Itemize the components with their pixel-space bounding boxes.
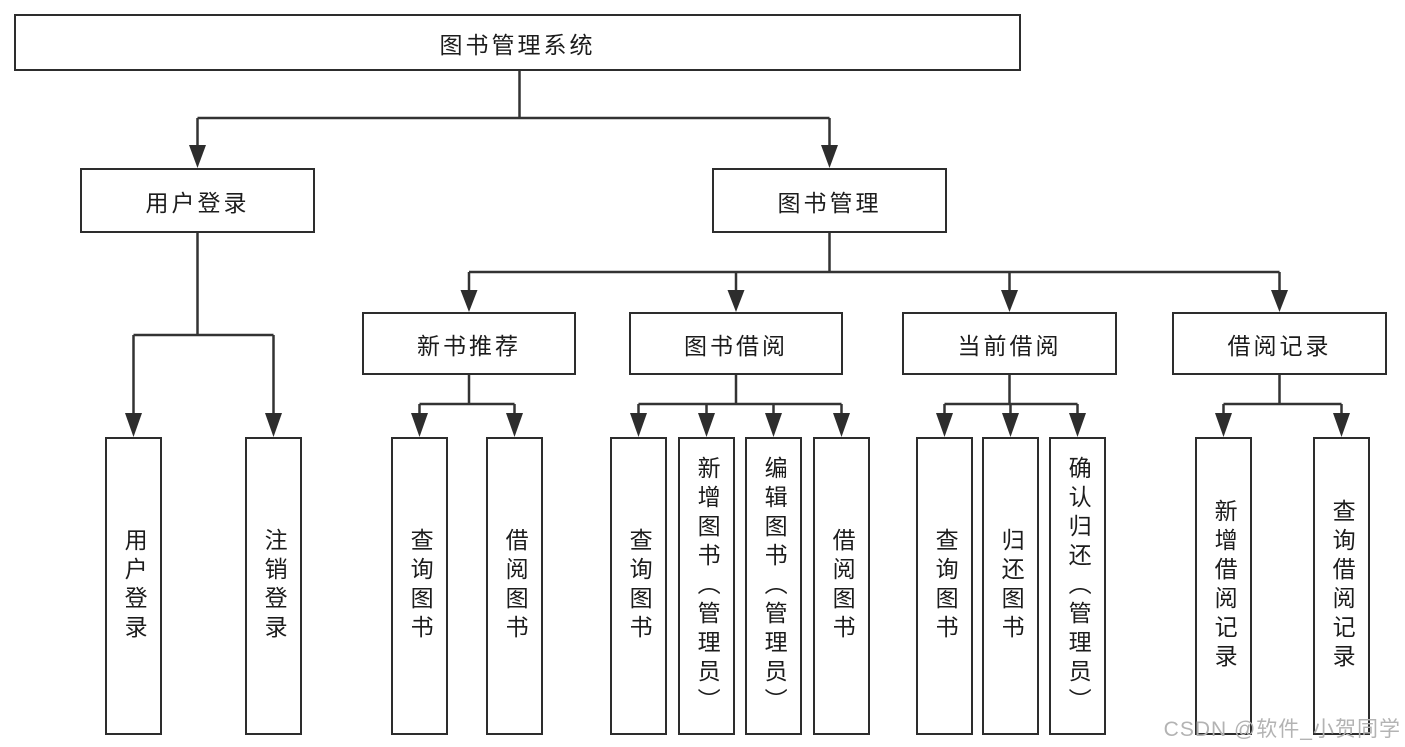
- node-root-label: 图书管理系统: [439, 31, 596, 58]
- node-leaf-query-borrow-record: 查询借阅记录: [1313, 437, 1370, 735]
- node-leaf-edit-books-admin-label: 编辑图书（管理员）: [761, 455, 788, 717]
- arrowhead-icon: [1001, 290, 1018, 312]
- connector-root-to-level2: [189, 70, 838, 168]
- arrowhead-icon: [765, 413, 782, 437]
- node-leaf-query-borrow-record-label: 查询借阅记录: [1329, 499, 1356, 673]
- node-leaf-confirm-return-admin: 确认归还（管理员）: [1049, 437, 1106, 735]
- arrowhead-icon: [189, 145, 206, 168]
- arrowhead-icon: [265, 413, 282, 437]
- node-leaf-query-books-2-label: 查询图书: [626, 528, 653, 644]
- node-leaf-user-login-label: 用户登录: [121, 528, 148, 644]
- connector-borrow-records-to-leaves: [1215, 375, 1350, 437]
- node-leaf-return-books-label: 归还图书: [998, 528, 1025, 644]
- arrowhead-icon: [1069, 413, 1086, 437]
- arrowhead-icon: [1002, 413, 1019, 437]
- node-current-borrow: 当前借阅: [902, 312, 1117, 375]
- connector-book-mgmt-to-level3: [460, 233, 1288, 312]
- node-leaf-borrow-books-1-label: 借阅图书: [502, 528, 529, 644]
- node-book-borrow: 图书借阅: [629, 312, 843, 375]
- node-leaf-confirm-return-admin-label: 确认归还（管理员）: [1065, 455, 1092, 717]
- node-leaf-add-books-admin-label: 新增图书（管理员）: [694, 455, 721, 717]
- connector-line: [418, 375, 516, 416]
- node-user-login: 用户登录: [80, 168, 315, 233]
- node-book-borrow-label: 图书借阅: [684, 332, 788, 359]
- node-leaf-add-books-admin: 新增图书（管理员）: [678, 437, 735, 735]
- node-leaf-edit-books-admin: 编辑图书（管理员）: [745, 437, 802, 735]
- node-leaf-query-books-2: 查询图书: [610, 437, 667, 735]
- node-leaf-query-books-1: 查询图书: [391, 437, 448, 735]
- arrowhead-icon: [1333, 413, 1350, 437]
- arrowhead-icon: [936, 413, 953, 437]
- arrowhead-icon: [821, 145, 838, 168]
- connector-book-borrow-to-leaves: [630, 375, 850, 437]
- node-user-login-label: 用户登录: [145, 189, 250, 216]
- node-leaf-borrow-books-1: 借阅图书: [486, 437, 543, 735]
- connector-new-books-to-leaves: [411, 375, 523, 437]
- arrowhead-icon: [460, 290, 478, 312]
- connector-line: [196, 70, 831, 147]
- node-leaf-add-borrow-record: 新增借阅记录: [1195, 437, 1252, 735]
- arrowhead-icon: [1271, 290, 1288, 312]
- arrowhead-icon: [727, 290, 745, 312]
- node-leaf-logout: 注销登录: [245, 437, 302, 735]
- watermark: CSDN @软件_小贺同学: [1163, 718, 1401, 741]
- connector-line: [1222, 375, 1343, 416]
- node-leaf-query-books-3-label: 查询图书: [932, 528, 959, 644]
- node-leaf-add-borrow-record-label: 新增借阅记录: [1211, 499, 1238, 673]
- node-root: 图书管理系统: [14, 14, 1021, 71]
- node-leaf-logout-label: 注销登录: [261, 528, 288, 644]
- connector-line: [943, 375, 1079, 416]
- arrowhead-icon: [698, 413, 715, 437]
- node-leaf-return-books: 归还图书: [982, 437, 1039, 735]
- node-new-books: 新书推荐: [362, 312, 576, 375]
- node-current-borrow-label: 当前借阅: [957, 332, 1062, 359]
- node-borrow-records-label: 借阅记录: [1227, 332, 1332, 359]
- connector-user-login-to-leaves: [125, 233, 282, 437]
- node-book-mgmt-label: 图书管理: [777, 189, 882, 216]
- connector-line: [467, 233, 1281, 292]
- node-book-mgmt: 图书管理: [712, 168, 947, 233]
- arrowhead-icon: [506, 413, 523, 437]
- node-leaf-user-login: 用户登录: [105, 437, 162, 735]
- connector-line: [637, 375, 843, 416]
- arrowhead-icon: [411, 413, 428, 437]
- arrowhead-icon: [630, 413, 647, 437]
- node-new-books-label: 新书推荐: [417, 332, 521, 359]
- arrowhead-icon: [1215, 413, 1232, 437]
- node-borrow-records: 借阅记录: [1172, 312, 1387, 375]
- arrowhead-icon: [833, 413, 850, 437]
- node-leaf-query-books-3: 查询图书: [916, 437, 973, 735]
- arrowhead-icon: [125, 413, 142, 437]
- node-leaf-borrow-books-2-label: 借阅图书: [829, 528, 856, 644]
- connector-line: [132, 233, 275, 416]
- node-leaf-query-books-1-label: 查询图书: [407, 528, 434, 644]
- node-leaf-borrow-books-2: 借阅图书: [813, 437, 870, 735]
- connector-current-borrow-to-leaves: [936, 375, 1086, 437]
